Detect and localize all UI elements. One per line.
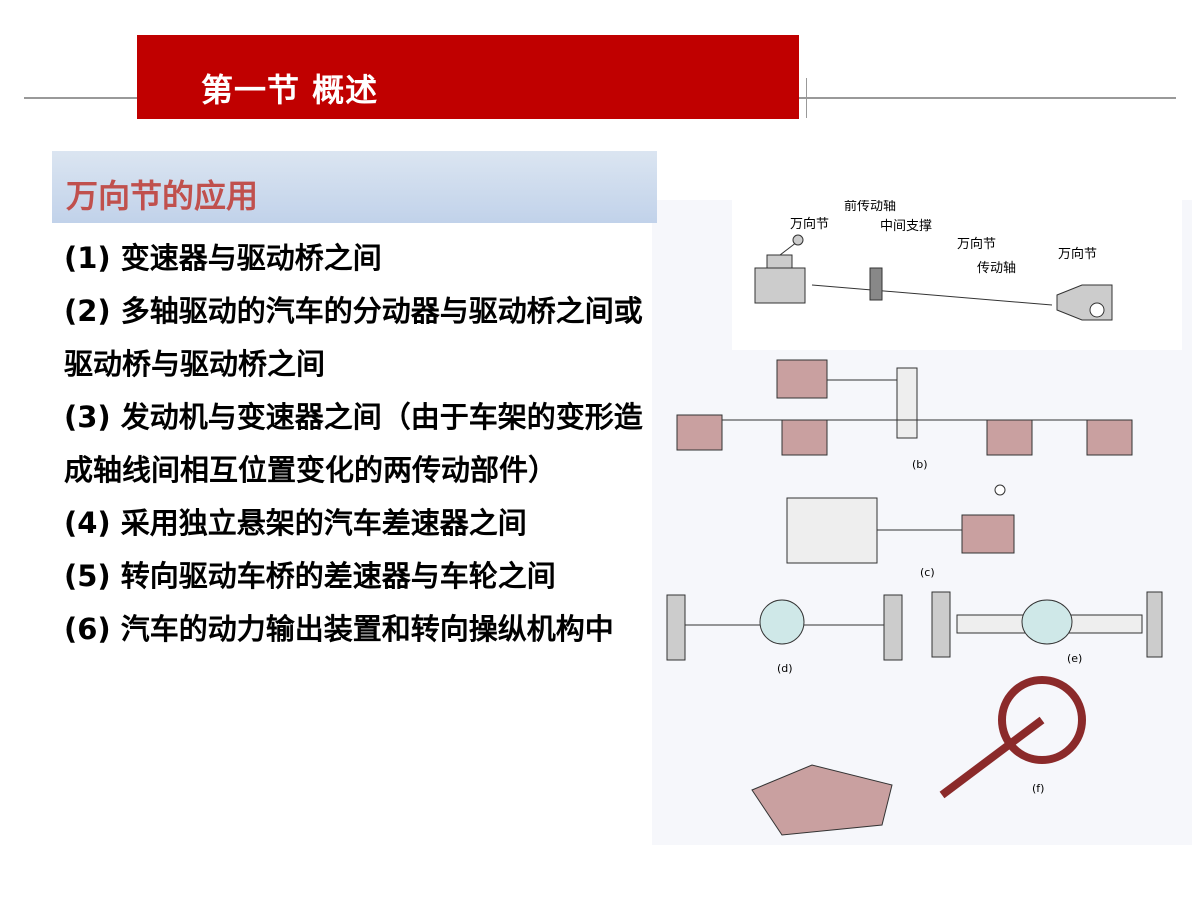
caption-e: (e) [1067, 652, 1082, 665]
figure-c [786, 484, 1015, 564]
label-shaft: 传动轴 [977, 261, 1016, 276]
figure-e [931, 591, 1163, 658]
list-item: (5) 转向驱动车桥的差速器与车轮之间 [64, 559, 556, 593]
label-center-support: 中间支撑 [880, 219, 932, 234]
label-ujoint-3: 万向节 [1058, 246, 1097, 262]
caption-b: (b) [912, 458, 928, 471]
label-ujoint-2: 万向节 [957, 236, 996, 252]
caption-c: (c) [920, 566, 935, 579]
caption-f: (f) [1032, 782, 1044, 795]
title-banner: 第一节 概述 [137, 35, 799, 119]
figure-a [754, 234, 1113, 321]
page-title: 第一节 概述 [201, 71, 379, 109]
list-item: (2) 多轴驱动的汽车的分动器与驱动桥之间或驱动桥与驱动桥之间 [64, 294, 643, 381]
figure-f [751, 676, 1086, 836]
section-heading: 万向节的应用 [52, 151, 657, 223]
label-ujoint-1: 万向节 [790, 216, 829, 232]
figure-b [676, 359, 1133, 456]
universal-joint-figure: 万向节 前传动轴 中间支撑 万向节 传动轴 万向节 (b) (c) (d) (e… [652, 198, 1192, 845]
list-item: (4) 采用独立悬架的汽车差速器之间 [64, 506, 527, 540]
section-title: 万向节的应用 [66, 177, 259, 215]
header-rule-tick [806, 78, 807, 118]
figure-d [666, 594, 903, 661]
list-item: (1) 变速器与驱动桥之间 [64, 241, 382, 275]
caption-d: (d) [777, 662, 793, 675]
figure-diagram: 万向节 前传动轴 中间支撑 万向节 传动轴 万向节 (b) (c) (d) (e… [666, 198, 1182, 836]
application-list: (1) 变速器与驱动桥之间 (2) 多轴驱动的汽车的分动器与驱动桥之间或驱动桥与… [64, 232, 644, 656]
list-item: (3) 发动机与变速器之间（由于车架的变形造成轴线间相互位置变化的两传动部件） [64, 400, 643, 487]
header-rule-right [799, 97, 1176, 99]
list-item: (6) 汽车的动力输出装置和转向操纵机构中 [64, 612, 614, 646]
header-rule-left [24, 97, 137, 99]
label-front-shaft: 前传动轴 [844, 200, 896, 214]
